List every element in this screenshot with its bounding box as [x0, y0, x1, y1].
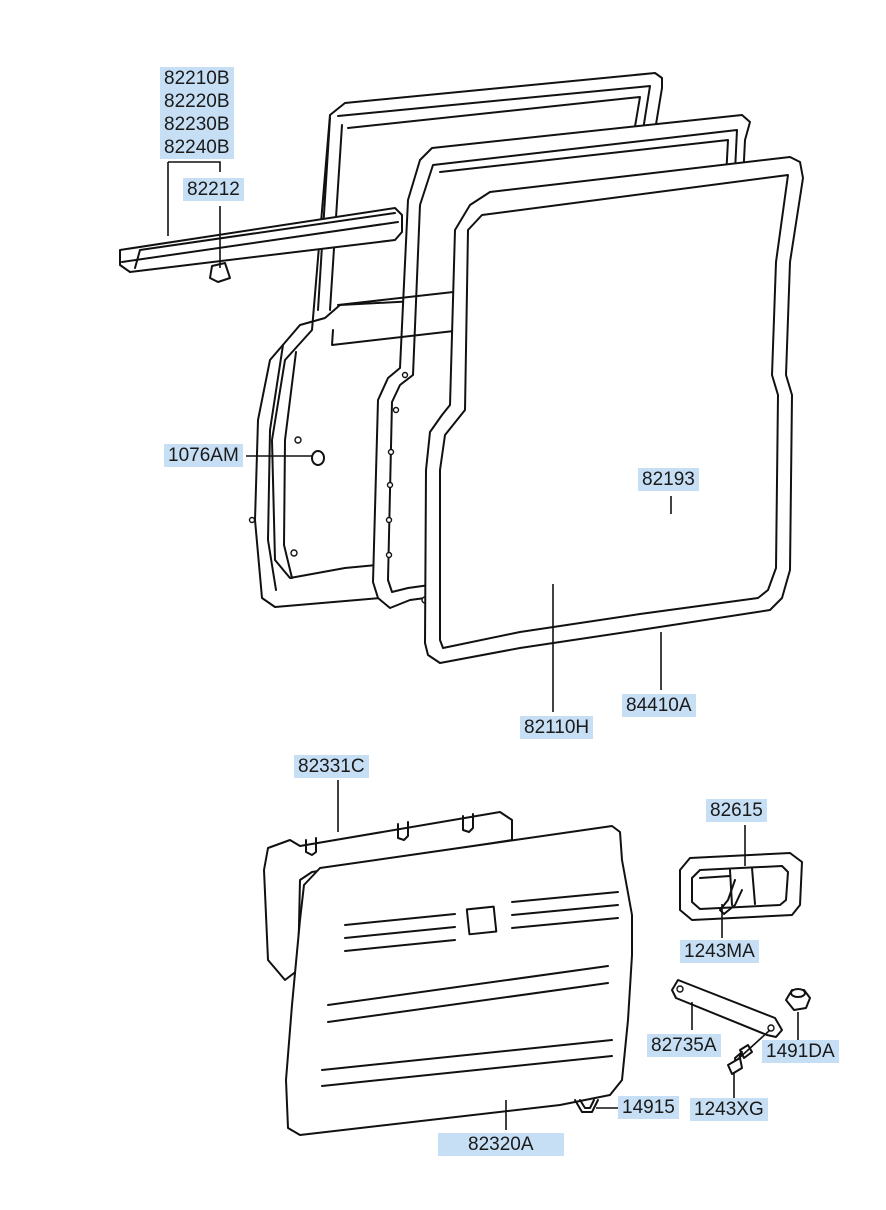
callout-82110h[interactable]: 82110H [520, 716, 594, 739]
trim-panel-sealing [263, 811, 513, 981]
door-molding-strip [119, 207, 403, 283]
callout-1491da[interactable]: 1491DA [762, 1040, 839, 1063]
callout-1076am[interactable]: 1076AM [164, 444, 243, 467]
callout-1243xg[interactable]: 1243XG [690, 1098, 768, 1121]
leader-lines [167, 161, 799, 1130]
pull-handle [671, 979, 783, 1038]
callout-14915[interactable]: 14915 [618, 1096, 679, 1119]
trim-clip [574, 1099, 599, 1113]
callout-82210b: 82210B [164, 68, 230, 89]
callout-82615[interactable]: 82615 [706, 799, 767, 822]
handle-cap [785, 988, 811, 1011]
callout-molding-group[interactable]: 82210B 82220B 82230B 82240B [160, 67, 234, 159]
callout-82320a[interactable]: 82320A [438, 1133, 564, 1156]
body-side-weatherstrip [424, 156, 804, 664]
callout-82230b: 82230B [164, 114, 230, 135]
callout-82735a[interactable]: 82735A [647, 1034, 721, 1057]
callout-84410a[interactable]: 84410A [622, 694, 696, 717]
callout-82220b: 82220B [164, 91, 230, 112]
callout-82240b: 82240B [164, 137, 230, 158]
callout-82193[interactable]: 82193 [638, 468, 699, 491]
door-trim-panel [285, 825, 633, 1136]
callout-82331c[interactable]: 82331C [294, 755, 369, 778]
callout-1243ma[interactable]: 1243MA [680, 940, 759, 963]
handle-bezel [679, 852, 803, 921]
callout-82212[interactable]: 82212 [183, 178, 244, 201]
